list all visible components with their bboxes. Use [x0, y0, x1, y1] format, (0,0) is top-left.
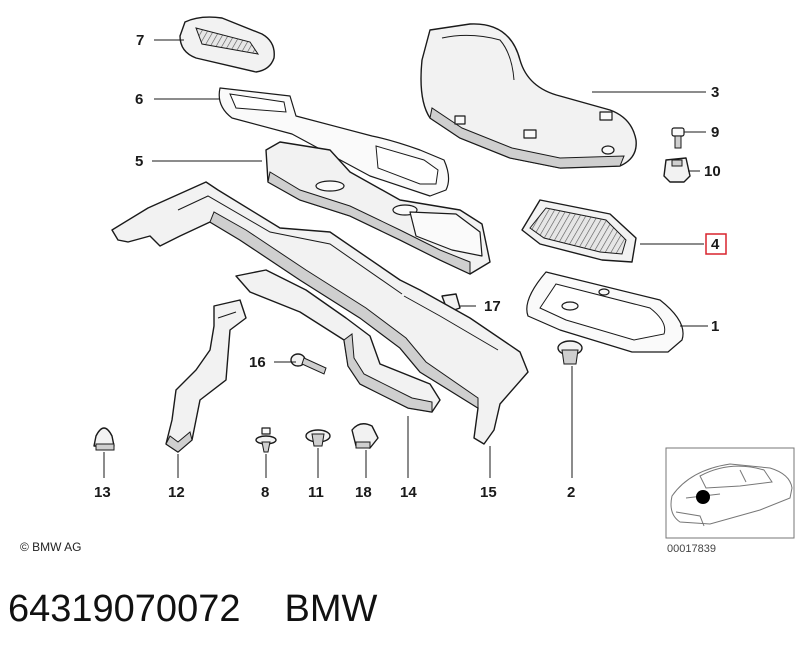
- part-18-plug: [351, 423, 379, 449]
- callout-11: 11: [308, 484, 324, 501]
- callout-5: 5: [135, 153, 143, 170]
- part-15-main-duct: [111, 181, 529, 445]
- part-5-duct-housing: [265, 141, 491, 275]
- image-number: 00017839: [667, 543, 716, 555]
- footer-caption: 64319070072 BMW: [8, 588, 421, 631]
- part-10-clip-nut: [663, 157, 691, 183]
- part-12-side-duct: [165, 299, 247, 453]
- leader-lines: [103, 39, 708, 478]
- location-marker-icon: [696, 490, 710, 504]
- part-13-cap-nut: [93, 427, 115, 451]
- part-3-cover: [420, 23, 637, 169]
- callout-12: 12: [168, 484, 185, 501]
- callout-4-highlight: [705, 233, 727, 255]
- callout-6: 6: [135, 91, 143, 108]
- callout-1: 1: [711, 318, 719, 335]
- callout-10: 10: [704, 163, 721, 180]
- callout-8: 8: [261, 484, 269, 501]
- copyright-text: © BMW AG: [20, 540, 82, 554]
- callout-16: 16: [249, 354, 266, 371]
- part-7-grille-cover: [179, 16, 275, 73]
- part-16-screw: [290, 353, 327, 375]
- part-9-screw: [671, 127, 685, 149]
- part-14-lower-duct: [235, 269, 441, 413]
- callout-3: 3: [711, 84, 719, 101]
- callout-4: 4: [711, 236, 720, 253]
- car-outline-icon: [670, 463, 793, 527]
- brand-name: BMW: [284, 588, 378, 630]
- callout-13: 13: [94, 484, 111, 501]
- callout-15: 15: [480, 484, 497, 501]
- part-number: 64319070072: [8, 588, 241, 630]
- part-4-filter: [521, 199, 637, 263]
- part-6-seal: [218, 87, 450, 197]
- part-2-clip: [557, 340, 583, 365]
- part-1-filter-housing: [526, 271, 684, 353]
- location-inset: [665, 447, 795, 539]
- callout-7: 7: [136, 32, 144, 49]
- callout-2: 2: [567, 484, 575, 501]
- callout-14: 14: [400, 484, 417, 501]
- callout-18: 18: [355, 484, 372, 501]
- callouts: 7 6 5 3 9 10 4 1 17 16 13 12 8 11 18 14 …: [94, 32, 727, 501]
- part-8-rivet: [255, 427, 277, 453]
- part-11-clip: [305, 429, 331, 447]
- callout-9: 9: [711, 124, 719, 141]
- callout-17: 17: [484, 298, 501, 315]
